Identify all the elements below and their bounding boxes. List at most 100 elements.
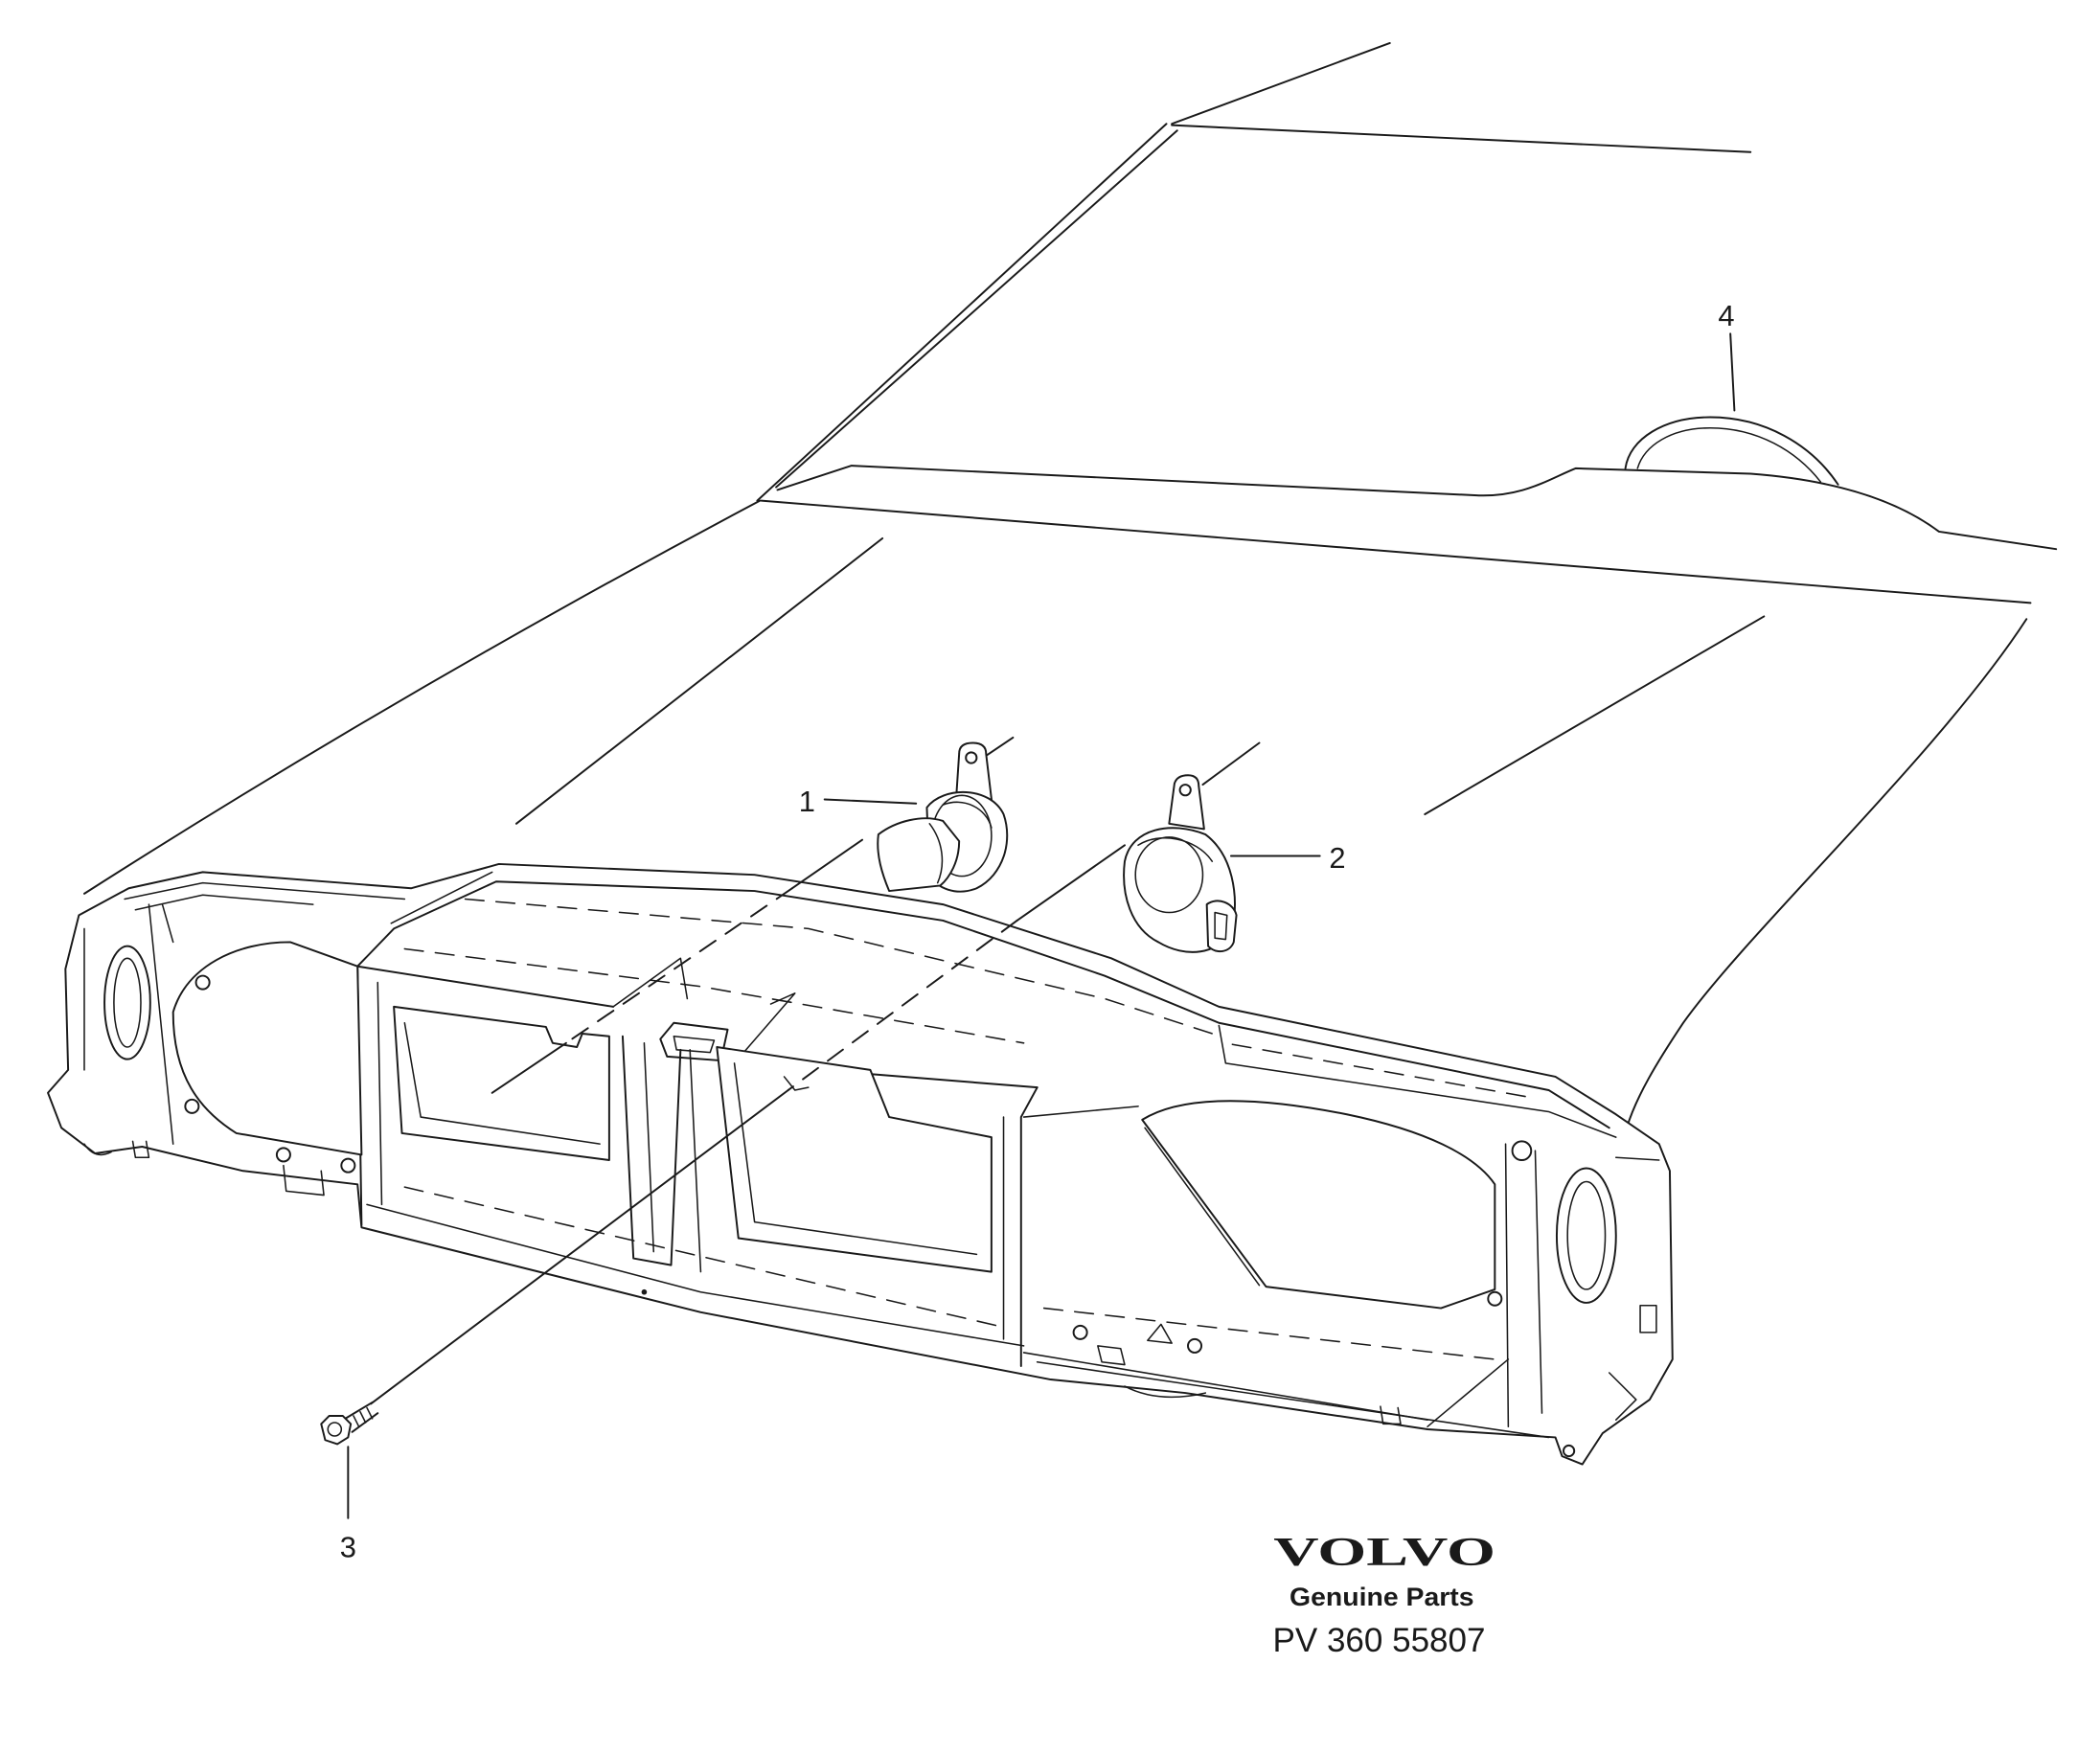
wiper-arc-inner bbox=[1636, 426, 1822, 483]
callout-4-label: 4 bbox=[1718, 299, 1734, 332]
triangle-mark bbox=[1147, 1323, 1173, 1344]
bezel-bottom-inner-edge bbox=[366, 1203, 1025, 1347]
grille-tab bbox=[783, 1076, 810, 1091]
beam-inner-edge-left bbox=[134, 894, 314, 911]
horn-1-bracket-hole bbox=[965, 751, 978, 764]
horn-2 bbox=[1123, 774, 1238, 953]
cowl-line bbox=[776, 465, 2058, 551]
callout-1-label: 1 bbox=[799, 785, 815, 818]
mounting-hole bbox=[275, 1147, 291, 1163]
left-headlamp-opening bbox=[171, 941, 363, 1156]
mounting-hole bbox=[184, 1098, 200, 1114]
horn-1-leader-hidden bbox=[564, 887, 793, 1044]
beam-bevel-line bbox=[390, 871, 493, 924]
callout-3-label: 3 bbox=[340, 1530, 356, 1563]
right-grille-opening-inner bbox=[733, 1062, 978, 1256]
right-bracket-oval-inner bbox=[1566, 1180, 1607, 1290]
windshield-top-line bbox=[1171, 124, 1752, 153]
right-bracket-edge-1 bbox=[1504, 1143, 1510, 1427]
center-post-rib-left bbox=[643, 1042, 655, 1253]
right-wing-dashed bbox=[1042, 1307, 1496, 1360]
right-wing-bottom-strip bbox=[1036, 1360, 1550, 1439]
bezel-left-inner bbox=[377, 981, 383, 1206]
horn-1-ring bbox=[942, 801, 993, 829]
latch-rib-right bbox=[733, 992, 796, 1064]
mounting-hole bbox=[1487, 1290, 1503, 1307]
horn-2-diaphragm bbox=[1134, 836, 1204, 914]
callouts: 1 2 3 4 bbox=[340, 299, 1736, 1563]
beam-top-front-edge bbox=[356, 880, 1610, 1129]
brand-logo: VOLVO bbox=[1273, 1530, 1495, 1575]
callout-4-line bbox=[1729, 332, 1736, 412]
screw-thread bbox=[353, 1406, 374, 1427]
screw-shank-top bbox=[344, 1401, 374, 1420]
screw-head-face bbox=[327, 1422, 343, 1437]
mounting-hole bbox=[194, 974, 211, 991]
screw-head bbox=[320, 1414, 353, 1446]
brand-block: VOLVO Genuine Parts PV 360 55807 bbox=[1273, 1530, 1496, 1659]
beam-emboss-dashed-1 bbox=[403, 947, 1025, 1044]
mounting-hole bbox=[340, 1157, 356, 1174]
horn-1-trumpet bbox=[877, 817, 961, 893]
radiator-support-panel bbox=[47, 862, 1674, 1466]
horn-2-ring bbox=[1137, 837, 1214, 862]
callout-2-label: 2 bbox=[1329, 841, 1345, 875]
left-grille-opening-inner bbox=[403, 1021, 601, 1145]
right-bracket-slot bbox=[1639, 1304, 1657, 1333]
horn-2-mouth bbox=[1205, 900, 1238, 952]
lower-tab-center bbox=[1097, 1345, 1126, 1366]
horn-2-leader-hidden bbox=[787, 919, 1018, 1091]
hood-latch-slot bbox=[673, 1036, 716, 1054]
hood-right-edge bbox=[1626, 618, 2028, 1129]
left-bottom-curve bbox=[83, 1143, 112, 1156]
horn-1-leader-bottom bbox=[491, 1041, 567, 1094]
right-wing-lower-edge bbox=[1022, 1352, 1428, 1421]
left-lower-clip bbox=[283, 1164, 325, 1197]
right-bracket-foot bbox=[1608, 1372, 1637, 1421]
a-pillar-inner-line bbox=[775, 129, 1178, 489]
horn-2-leader-top bbox=[1201, 741, 1261, 786]
bolt-leader bbox=[370, 1088, 789, 1405]
screw-3 bbox=[320, 1401, 379, 1446]
bezel-top-edge-left bbox=[356, 965, 615, 1008]
beam-front-edge-left bbox=[124, 881, 406, 900]
right-headlamp-opening bbox=[1141, 1100, 1496, 1310]
mounting-hole bbox=[1511, 1140, 1533, 1162]
right-bracket-edge-2 bbox=[1534, 1150, 1543, 1414]
right-bracket-oval bbox=[1555, 1167, 1617, 1304]
right-wing-top-line bbox=[1022, 1105, 1139, 1118]
lower-center-bulge bbox=[1124, 1385, 1207, 1399]
hood-crease-right bbox=[1424, 615, 1766, 815]
beam-emboss-dashed-2 bbox=[464, 898, 1214, 1035]
left-bracket-oval bbox=[103, 945, 151, 1060]
a-pillar-outer-line bbox=[756, 123, 1168, 502]
wiper-arc-outer bbox=[1624, 416, 1839, 486]
fender-line bbox=[82, 499, 762, 895]
left-bracket-edge-2 bbox=[148, 903, 174, 1145]
leader-lines bbox=[370, 736, 1261, 1405]
right-headlamp-diagonal bbox=[1144, 1127, 1261, 1287]
latch-rib-left bbox=[612, 957, 689, 1008]
left-bracket-edge-3 bbox=[161, 903, 174, 944]
beam-right-lower-edge bbox=[1218, 1024, 1617, 1138]
brand-tagline: Genuine Parts bbox=[1290, 1583, 1473, 1611]
left-bracket-oval-inner bbox=[113, 957, 142, 1048]
horn-2-bracket-hole bbox=[1178, 784, 1192, 797]
roof-edge-line bbox=[1171, 41, 1391, 125]
horn-1-mouth bbox=[928, 823, 944, 884]
horn-1-leader-mid bbox=[790, 838, 863, 890]
right-bracket-top bbox=[1614, 1156, 1660, 1161]
horn-2-leader-mid bbox=[1016, 844, 1126, 922]
callout-1-line bbox=[823, 798, 918, 805]
horn-1 bbox=[877, 741, 1009, 893]
hood-crease-left bbox=[514, 536, 884, 825]
car-body-outline bbox=[82, 41, 2058, 1129]
beam-right-dashed bbox=[1231, 1043, 1537, 1100]
mounting-hole bbox=[1072, 1324, 1088, 1340]
mounting-hole bbox=[1187, 1337, 1203, 1354]
horn-2-mouth-inner bbox=[1214, 911, 1228, 941]
center-post bbox=[621, 1035, 682, 1266]
left-bracket-tab bbox=[131, 1140, 150, 1158]
right-grille-opening bbox=[716, 1046, 993, 1273]
